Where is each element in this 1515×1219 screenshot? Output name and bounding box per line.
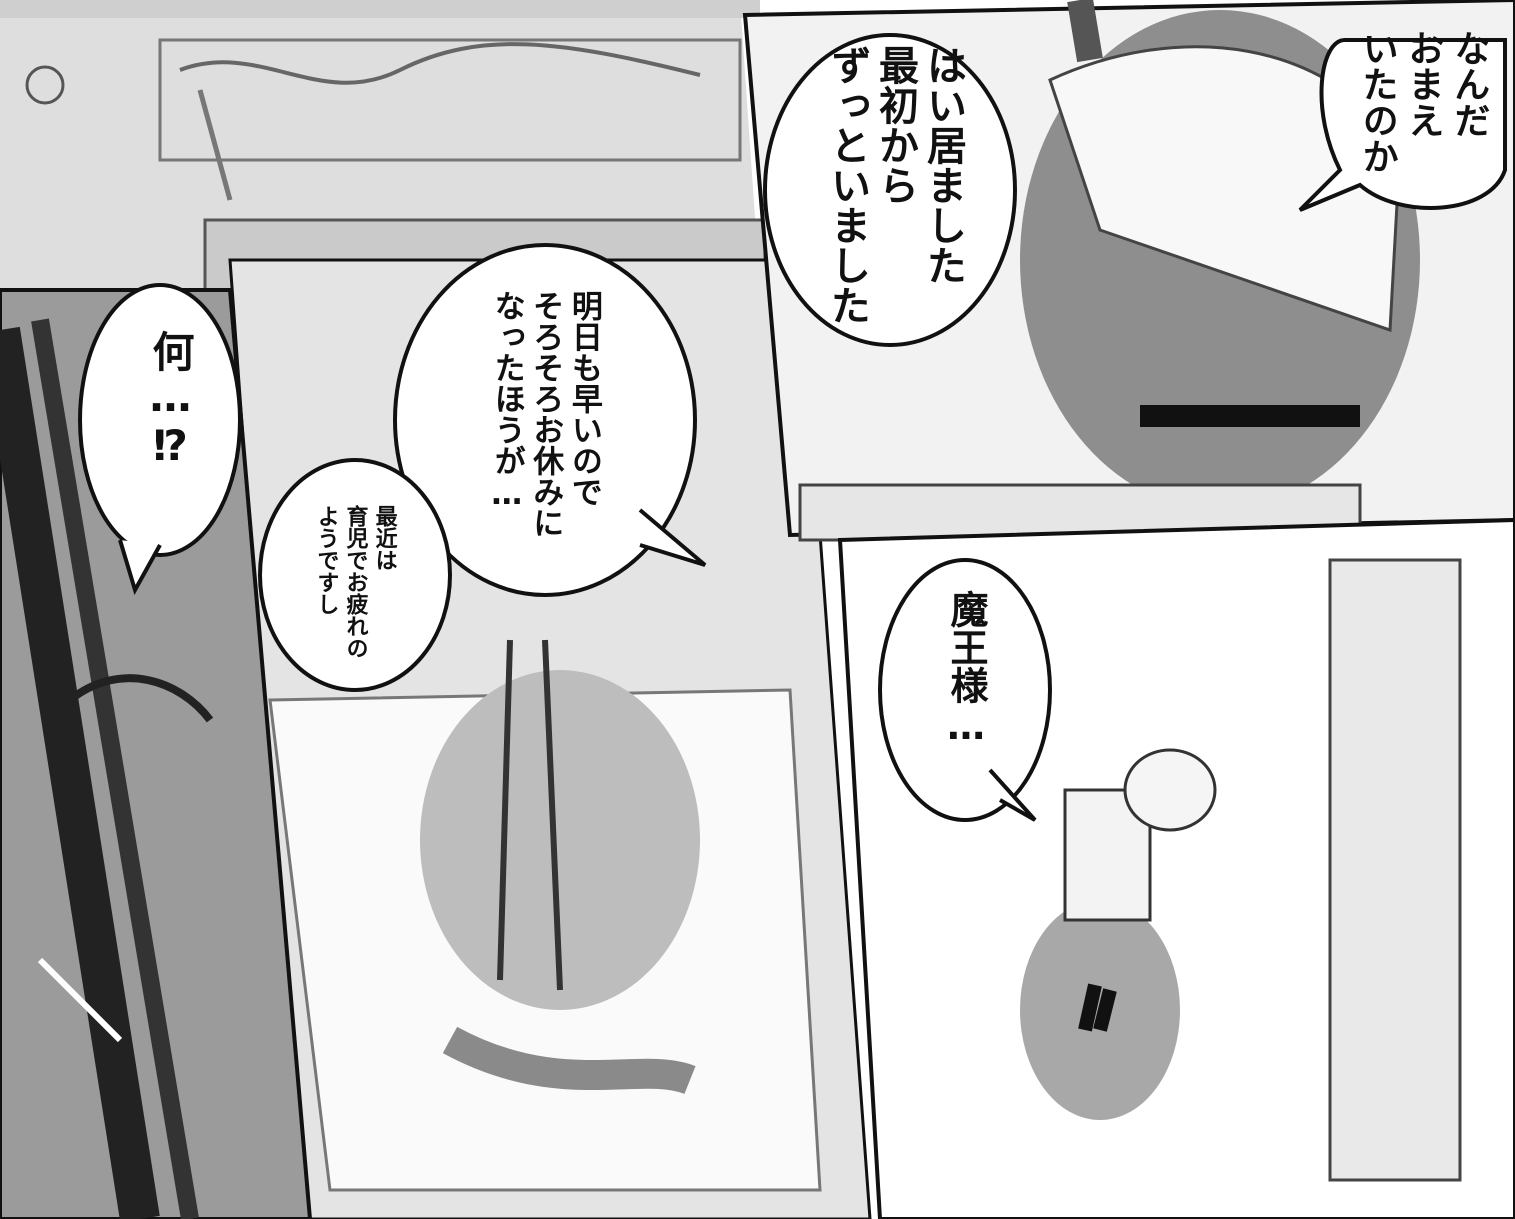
standing-figure-panel bbox=[837, 517, 1515, 1219]
bubble-line: 育児でお疲れの bbox=[342, 505, 368, 659]
bubble-line: ずっといました bbox=[824, 45, 870, 325]
bubble-line: なんだ bbox=[1448, 30, 1490, 138]
speech-bubble-ashita: 明日も早いので そろそろお休みに なったほうが… bbox=[470, 290, 620, 550]
speech-bubble-saikin: 最近は 育児でお疲れの ようですし bbox=[300, 505, 410, 659]
bubble-line: いたのか bbox=[1356, 30, 1398, 174]
bubble-line: 最初から bbox=[872, 45, 918, 205]
ceiling-panel bbox=[0, 0, 767, 292]
balloon-shapes bbox=[78, 33, 1507, 822]
bubble-line: ⁉ bbox=[146, 421, 196, 470]
bubble-line: 魔王様… bbox=[943, 590, 988, 748]
bubble-line: 明日も早いので bbox=[565, 290, 602, 507]
speech-bubble-maousama: 魔王様… bbox=[930, 590, 1000, 790]
speech-bubble-nanda: なんだ おまえ いたのか bbox=[1340, 30, 1505, 210]
bubble-line: 最近は bbox=[371, 505, 397, 571]
bubble-line: そろそろお休みに bbox=[527, 290, 564, 538]
speech-bubble-hai: はい 居ました 最初から ずっといました bbox=[775, 45, 1015, 345]
speech-bubble-nani: 何… ⁉ bbox=[110, 330, 230, 520]
bubble-line: なったほうが… bbox=[488, 290, 525, 512]
bubble-line: 居ました bbox=[920, 125, 966, 285]
bubble-line: おまえ bbox=[1402, 30, 1444, 138]
bubble-line: ようですし bbox=[313, 505, 339, 615]
bubble-line: はい bbox=[920, 45, 966, 125]
bubble-line: 何… bbox=[146, 330, 196, 421]
